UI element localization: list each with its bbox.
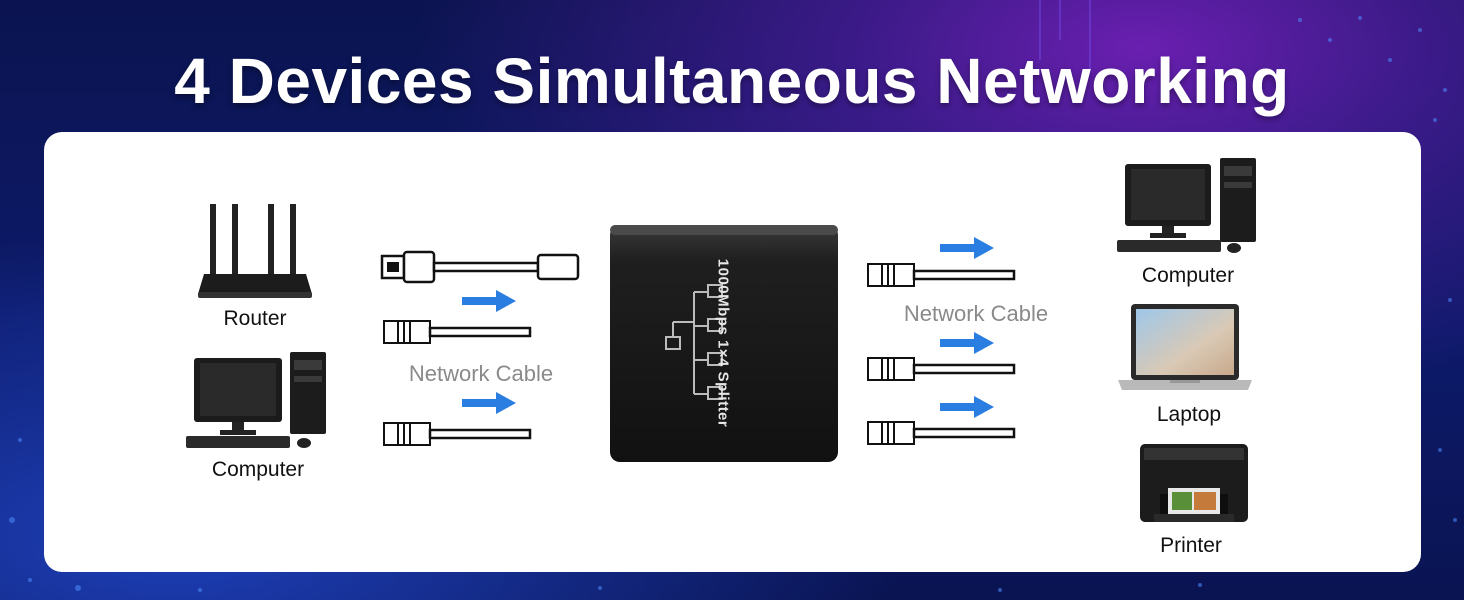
- printer-icon: [1140, 444, 1248, 522]
- page-title: 4 Devices Simultaneous Networking: [174, 45, 1290, 117]
- cable-label-right: Network Cable: [903, 301, 1049, 326]
- network-cable-icon: [867, 263, 1016, 287]
- network-cable-icon: [867, 357, 1016, 381]
- splitter-device: [610, 225, 838, 462]
- device-label-computer-left: Computer: [211, 458, 305, 481]
- router-icon: [198, 204, 312, 298]
- arrow-right-icon: [940, 237, 994, 259]
- arrow-right-icon: [462, 290, 516, 312]
- network-cable-icon: [383, 422, 532, 446]
- arrow-right-icon: [462, 392, 516, 414]
- desktop-computer-icon: [1117, 158, 1256, 253]
- arrow-right-icon: [940, 396, 994, 418]
- network-cable-icon: [867, 421, 1016, 445]
- diagram-panel: Router Computer Network Cable 1000Mbps 1…: [44, 132, 1421, 572]
- usb-cable-icon: [380, 250, 580, 284]
- cable-label-left: Network Cable: [408, 361, 554, 386]
- device-label-router: Router: [223, 307, 287, 330]
- arrow-right-icon: [940, 332, 994, 354]
- device-label-printer: Printer: [1160, 534, 1222, 557]
- device-label-laptop: Laptop: [1156, 403, 1222, 426]
- device-label-computer-right: Computer: [1141, 264, 1235, 287]
- desktop-computer-icon: [186, 352, 326, 448]
- laptop-icon: [1118, 304, 1252, 390]
- network-cable-icon: [383, 320, 532, 344]
- splitter-label: 1000Mbps 1×4 Splitter: [714, 258, 732, 428]
- network-topology-icon: [665, 284, 723, 400]
